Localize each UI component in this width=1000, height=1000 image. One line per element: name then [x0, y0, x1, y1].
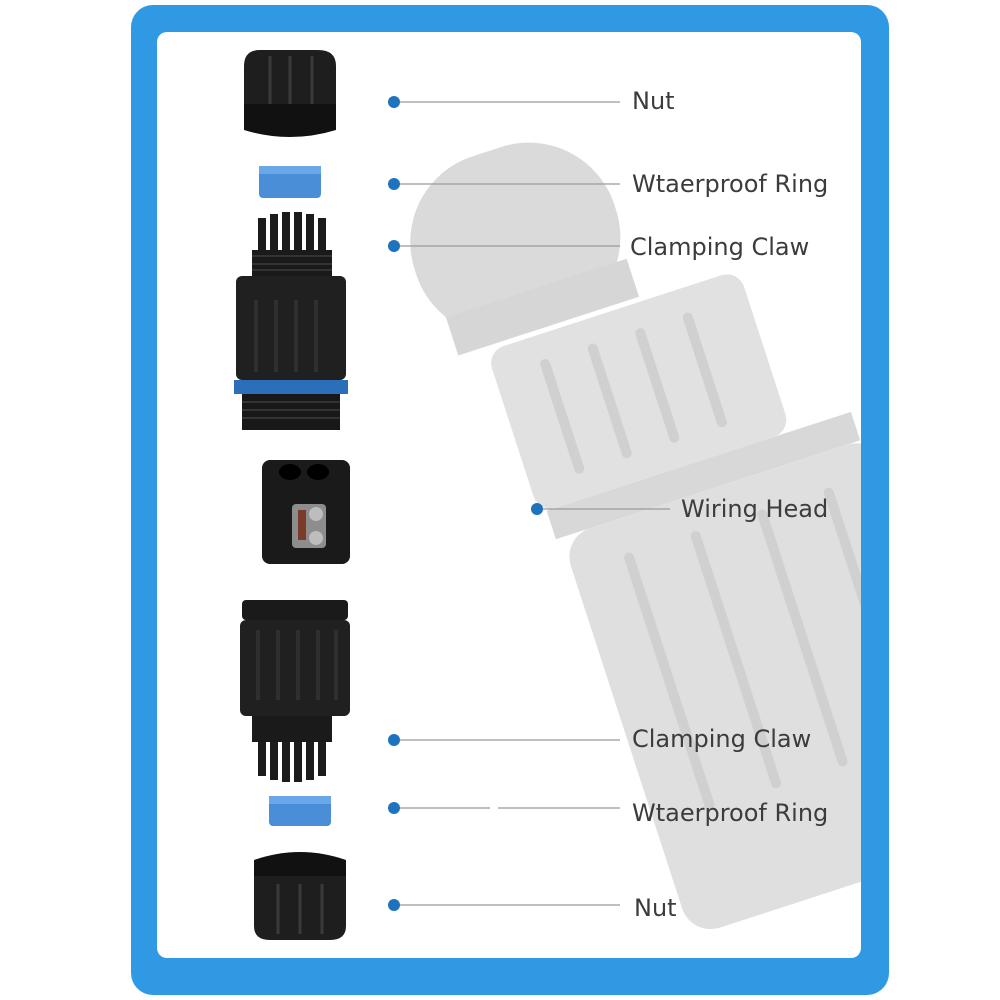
label-nut-bottom: Nut: [634, 894, 677, 922]
leader-lines: [394, 101, 670, 906]
label-clamping-claw-top: Clamping Claw: [630, 233, 810, 261]
clamping-claw-body-icon: [240, 600, 350, 782]
label-wiring-head: Wiring Head: [681, 495, 829, 523]
nut-icon: [244, 50, 336, 137]
label-nut-top: Nut: [632, 87, 675, 115]
assembled-connector-ghost: [410, 142, 861, 930]
label-waterproof-ring-bottom: Wtaerproof Ring: [632, 799, 829, 827]
leader-dots: [388, 96, 543, 911]
diagram-drawing: [234, 50, 861, 940]
clamping-claw-body-icon: [234, 212, 348, 430]
seal-ring-icon: [269, 796, 331, 826]
diagram-panel: [157, 32, 861, 958]
label-clamping-claw-bottom: Clamping Claw: [632, 725, 812, 753]
seal-ring-icon: [259, 166, 321, 198]
nut-icon: [254, 852, 346, 940]
wiring-head-icon: [262, 460, 350, 564]
label-waterproof-ring-top: Wtaerproof Ring: [632, 170, 829, 198]
